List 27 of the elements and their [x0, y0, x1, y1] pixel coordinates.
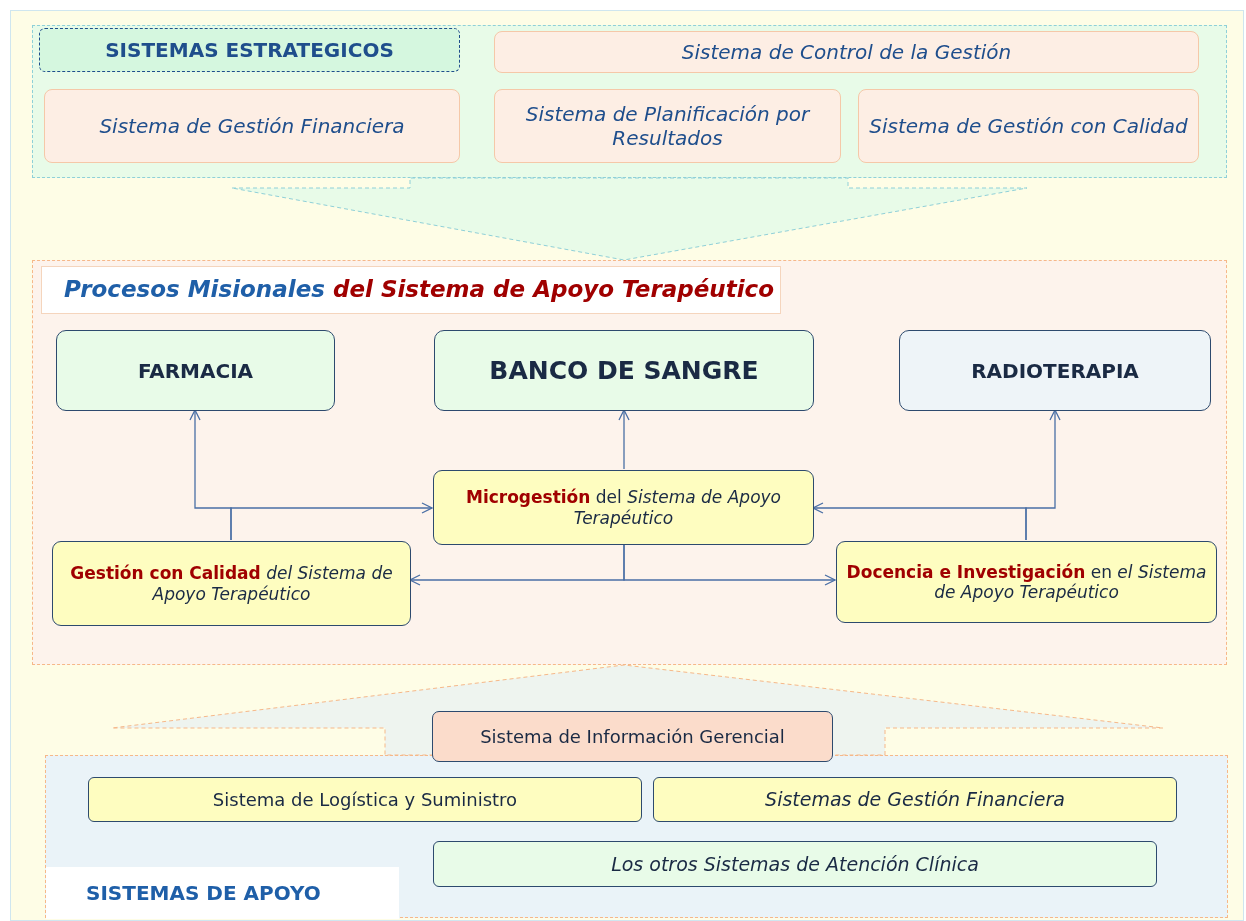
- system-box: Sistema de Información Gerencial: [432, 711, 833, 762]
- heading-tab: SISTEMAS DE APOYO: [46, 867, 399, 919]
- block-arrow: [111, 664, 1164, 756]
- system-box: Sistema de Gestión con Calidad: [858, 89, 1199, 163]
- arrow: [623, 543, 836, 586]
- support-panel: [45, 755, 1228, 918]
- system-box: Sistemas de Gestión Financiera: [653, 777, 1177, 822]
- system-box: Sistema de Logística y Suministro: [88, 777, 642, 822]
- process-box: FARMACIA: [56, 330, 335, 411]
- heading-tab: SISTEMAS ESTRATEGICOS: [39, 28, 460, 72]
- arrow: [812, 502, 1027, 541]
- process-box: BANCO DE SANGRE: [434, 330, 814, 411]
- process-box: Docencia e Investigación en el Sistema de Apoyo Terapéutico: [836, 541, 1217, 623]
- system-box: Sistema de Planificación por Resultados: [494, 89, 841, 163]
- arrow: [230, 502, 433, 541]
- arrow: [618, 409, 630, 470]
- panel-heading: Procesos Misionales: [64, 276, 325, 304]
- process-box: RADIOTERAPIA: [899, 330, 1211, 411]
- system-box: Sistema de Control de la Gestión: [494, 31, 1199, 73]
- strategic-panel: [32, 25, 1227, 178]
- block-arrow: [231, 177, 1028, 261]
- process-box: Gestión con Calidad del Sistema de Apoyo Terapéutico: [52, 541, 411, 626]
- system-box: Sistema de Gestión Financiera: [44, 89, 460, 163]
- panel-heading: del Sistema de Apoyo Terapéutico: [332, 276, 774, 304]
- system-box: Los otros Sistemas de Atención Clínica: [433, 841, 1157, 887]
- process-box: Microgestión del Sistema de Apoyo Terapéutico: [433, 470, 814, 545]
- mission-panel: [32, 260, 1227, 665]
